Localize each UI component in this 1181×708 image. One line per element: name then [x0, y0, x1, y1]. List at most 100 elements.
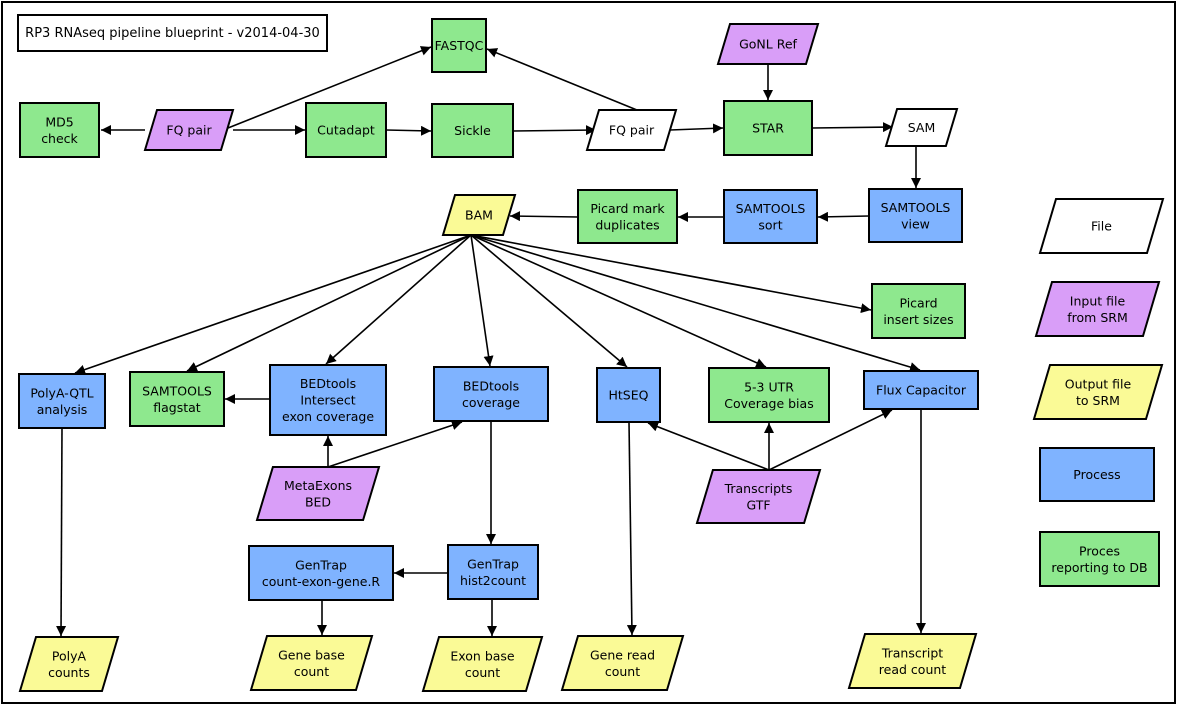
legend-input-shape	[1034, 281, 1161, 337]
node-samtools-flagstat-label: flagstat	[153, 400, 201, 415]
node-samtools-view-label: view	[901, 216, 930, 231]
legend-output-label: Output file	[1065, 376, 1132, 391]
node-samtools-sort-label: SAMTOOLS	[736, 201, 806, 216]
node-samtools-view-label: SAMTOOLS	[881, 200, 951, 215]
edge-arrow	[186, 234, 472, 372]
node-bedtools-intersect-shape	[269, 364, 387, 436]
node-transcripts-gtf-label: GTF	[746, 497, 770, 512]
node-gene-base-shape	[249, 635, 374, 691]
edge-arrow	[470, 234, 921, 372]
node-gentrap-count: GenTrap count-exon-gene.R	[248, 545, 394, 601]
legend-process: Process	[1039, 447, 1155, 502]
legend-output-label: to SRM	[1076, 393, 1120, 408]
node-samtools-flagstat-shape	[129, 371, 225, 427]
edge-arrow	[470, 234, 628, 368]
edge-arrow	[56, 427, 67, 637]
node-htseq-shape	[596, 367, 661, 423]
edge-arrow	[470, 234, 767, 368]
edge-arrow	[669, 123, 724, 134]
node-utr-bias: 5-3 UTR Coverage bias	[708, 367, 830, 423]
node-fq-pair-out-label: FQ pair	[609, 123, 655, 138]
node-fastqc: FASTQC	[431, 18, 487, 73]
node-gentrap-count-label: GenTrap	[295, 557, 347, 572]
node-gentrap-hist-shape	[447, 544, 539, 600]
edge-arrow	[385, 125, 432, 136]
node-sickle-label: Sickle	[454, 123, 491, 138]
node-fq-pair-in-shape	[143, 109, 235, 151]
node-transcript-read-label: Transcript	[881, 645, 943, 660]
node-md5-label: MD5	[45, 114, 73, 129]
diagram-title: RP3 RNAseq pipeline blueprint - v2014-04…	[17, 14, 328, 52]
node-gene-base-label: count	[294, 664, 329, 679]
node-metaexons-shape	[255, 466, 381, 521]
node-gonl-ref-label: GoNL Ref	[739, 37, 797, 52]
node-picard-dup-label: Picard mark	[590, 201, 665, 216]
node-polya-qtl-shape	[18, 373, 106, 429]
node-flux-shape	[863, 370, 979, 410]
node-picard-insert-shape	[871, 283, 966, 339]
legend-input-label: Input file	[1070, 293, 1126, 308]
node-gentrap-count-shape	[248, 545, 394, 601]
node-gentrap-hist-label: GenTrap	[467, 556, 519, 571]
node-polya-qtl: PolyA-QTL analysis	[18, 373, 106, 429]
node-sam-label: SAM	[908, 120, 936, 135]
node-polya-counts-label: PolyA	[52, 648, 87, 663]
node-utr-bias-label: Coverage bias	[724, 396, 813, 411]
node-gentrap-hist: GenTrap hist2count	[447, 544, 539, 600]
node-gentrap-hist-label: hist2count	[460, 573, 526, 588]
edge-arrow	[811, 122, 894, 133]
node-polya-qtl-label: PolyA-QTL	[30, 385, 93, 400]
node-transcript-read-shape	[847, 633, 978, 689]
legend-input-label: from SRM	[1067, 310, 1127, 325]
node-bedtools-coverage-shape	[433, 366, 549, 422]
node-gene-read-label: Gene read	[590, 647, 655, 662]
node-fastqc-shape	[431, 18, 487, 73]
node-fq-pair-in: FQ pair	[143, 109, 235, 151]
edge-arrow	[626, 421, 637, 636]
legend-output-shape	[1032, 364, 1164, 420]
node-metaexons-label: MetaExons	[284, 478, 352, 493]
edge-arrow	[470, 234, 494, 367]
edge-arrow	[647, 421, 770, 471]
node-transcripts-gtf-shape	[695, 469, 822, 524]
edge-arrow	[512, 125, 597, 136]
edges	[56, 46, 926, 637]
node-bedtools-coverage-label: coverage	[462, 395, 520, 410]
node-cutadapt: Cutadapt	[305, 102, 387, 158]
node-exon-base-shape	[421, 636, 544, 692]
node-sickle: Sickle	[431, 103, 514, 158]
node-star-shape	[723, 100, 813, 156]
legend-db-shape	[1039, 531, 1160, 587]
node-polya-qtl-label: analysis	[37, 402, 88, 417]
node-gonl-ref: GoNL Ref	[716, 23, 820, 65]
node-cutadapt-shape	[305, 102, 387, 158]
edge-arrow	[817, 211, 870, 222]
node-exon-base-label: count	[465, 665, 500, 680]
node-metaexons-label: BED	[305, 494, 331, 509]
node-picard-insert-label: insert sizes	[883, 312, 953, 327]
node-md5: MD5 check	[19, 102, 100, 158]
edge-arrow	[74, 234, 472, 375]
node-polya-counts: PolyA counts	[18, 636, 120, 692]
node-utr-bias-label: 5-3 UTR	[744, 379, 794, 394]
node-fq-pair-out: FQ pair	[585, 109, 678, 151]
node-samtools-view-shape	[868, 188, 963, 243]
node-bedtools-intersect-label: exon coverage	[282, 409, 374, 424]
edge-arrow	[768, 409, 893, 471]
node-picard-dup-shape	[577, 189, 678, 244]
node-star: STAR	[723, 100, 813, 156]
node-md5-shape	[19, 102, 100, 158]
node-sam-shape	[884, 108, 959, 147]
node-gentrap-count-label: count-exon-gene.R	[262, 574, 381, 589]
node-md5-label: check	[41, 131, 78, 146]
node-flux: Flux Capacitor	[863, 370, 979, 410]
node-polya-counts-label: counts	[48, 665, 90, 680]
